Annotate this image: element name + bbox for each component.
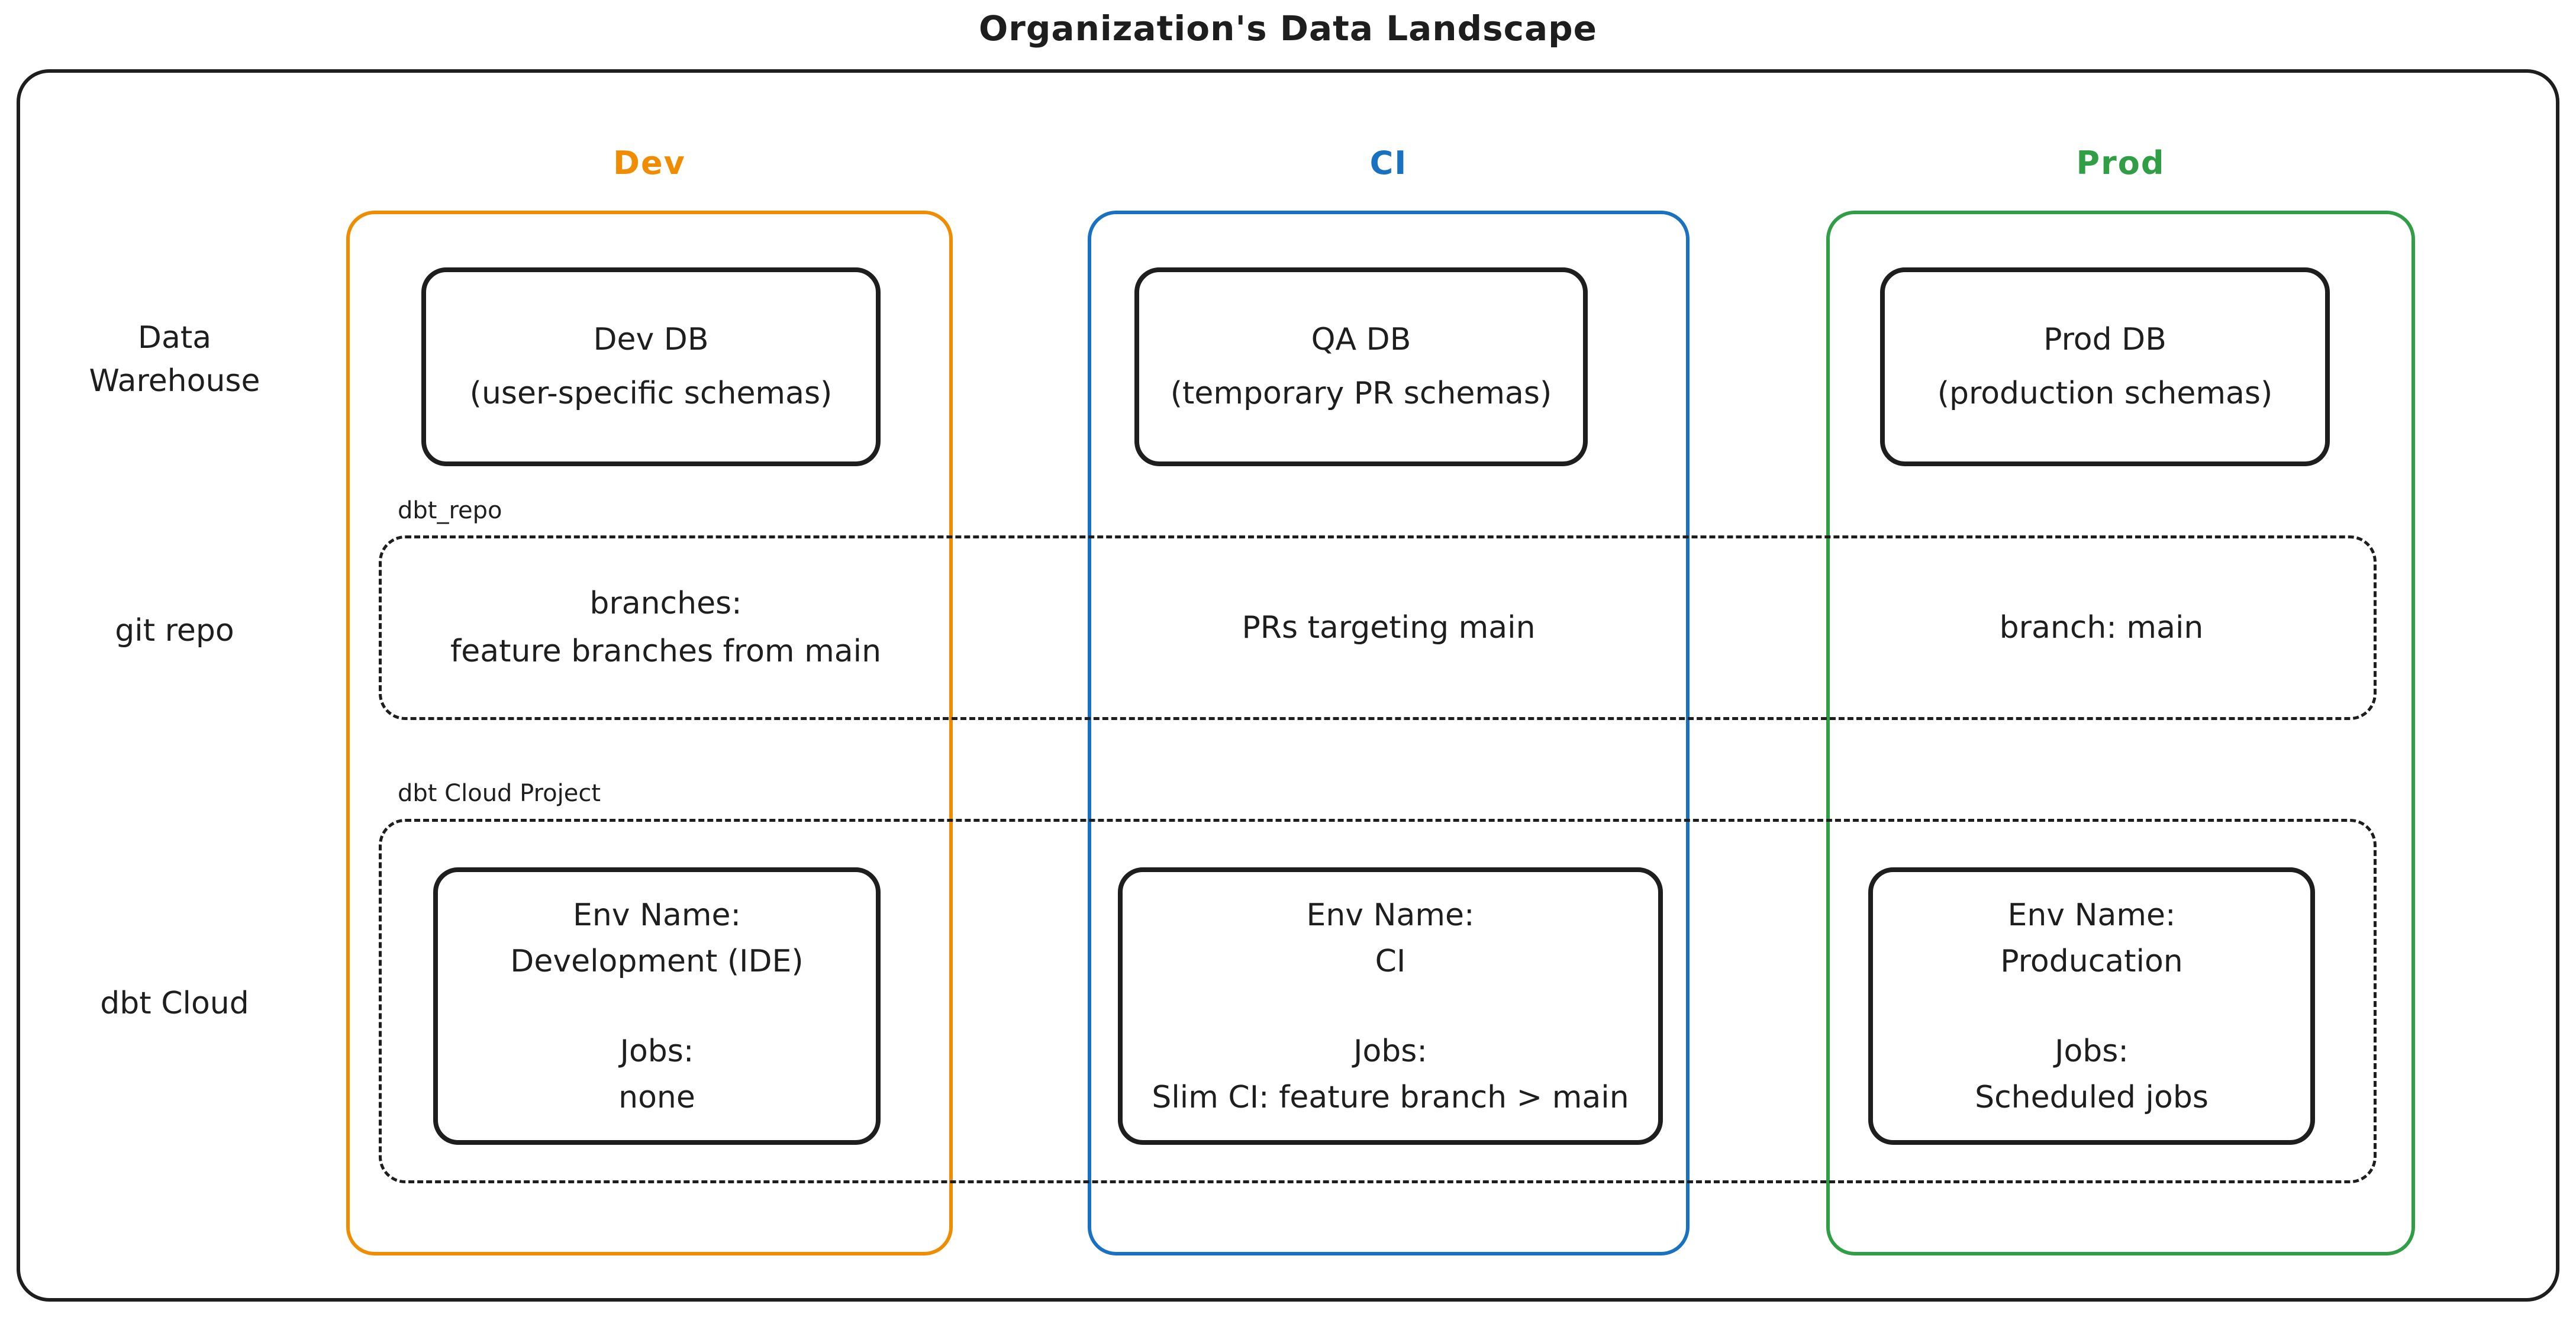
db-name: Prod DB (2043, 322, 2166, 357)
dbt-project-dashed-box (379, 819, 2377, 1183)
jobs-value: none (618, 1079, 695, 1115)
jobs-value: Slim CI: feature branch > main (1152, 1079, 1629, 1115)
jobs-label: Jobs: (2055, 1033, 2129, 1069)
git-cell-prod: branch: main (1999, 609, 2204, 645)
env-box-prod: Env Name: Producation Jobs: Scheduled jo… (1868, 867, 2315, 1145)
jobs-label: Jobs: (1353, 1033, 1427, 1069)
db-box-dev: Dev DB (user-specific schemas) (421, 267, 881, 466)
env-name-value: Development (IDE) (510, 943, 804, 979)
landscape-container (17, 69, 2559, 1302)
git-cell-ci: PRs targeting main (1242, 609, 1536, 645)
git-repo-tag: dbt_repo (398, 497, 502, 524)
env-box-ci: Env Name: CI Jobs: Slim CI: feature bran… (1118, 867, 1663, 1145)
column-box-ci (1088, 211, 1690, 1255)
env-box-dev: Env Name: Development (IDE) Jobs: none (433, 867, 881, 1145)
dbt-project-tag: dbt Cloud Project (398, 780, 601, 807)
db-box-qa: QA DB (temporary PR schemas) (1134, 267, 1588, 466)
column-header-prod: Prod (2076, 144, 2165, 182)
db-detail: (production schemas) (1937, 376, 2273, 411)
jobs-value: Scheduled jobs (1975, 1079, 2209, 1115)
column-box-prod (1826, 211, 2415, 1255)
row-label-data-warehouse: Data Warehouse (89, 320, 260, 399)
db-detail: (user-specific schemas) (469, 376, 833, 411)
env-name-label: Env Name: (2007, 897, 2176, 933)
column-box-dev (346, 211, 953, 1255)
row-label-git-repo: git repo (115, 613, 234, 648)
db-name: Dev DB (593, 322, 709, 357)
diagram-title: Organization's Data Landscape (979, 8, 1597, 49)
db-detail: (temporary PR schemas) (1170, 376, 1552, 411)
env-name-value: Producation (2000, 943, 2183, 979)
env-name-label: Env Name: (572, 897, 741, 933)
row-label-dbt-cloud: dbt Cloud (100, 986, 249, 1021)
column-header-dev: Dev (613, 144, 686, 182)
env-name-value: CI (1375, 943, 1406, 979)
git-cell-dev: branches: feature branches from main (450, 586, 882, 669)
git-repo-dashed-box (379, 535, 2377, 720)
column-header-ci: CI (1369, 144, 1408, 182)
env-name-label: Env Name: (1306, 897, 1475, 933)
db-name: QA DB (1311, 322, 1411, 357)
db-box-prod: Prod DB (production schemas) (1880, 267, 2330, 466)
jobs-label: Jobs: (620, 1033, 694, 1069)
